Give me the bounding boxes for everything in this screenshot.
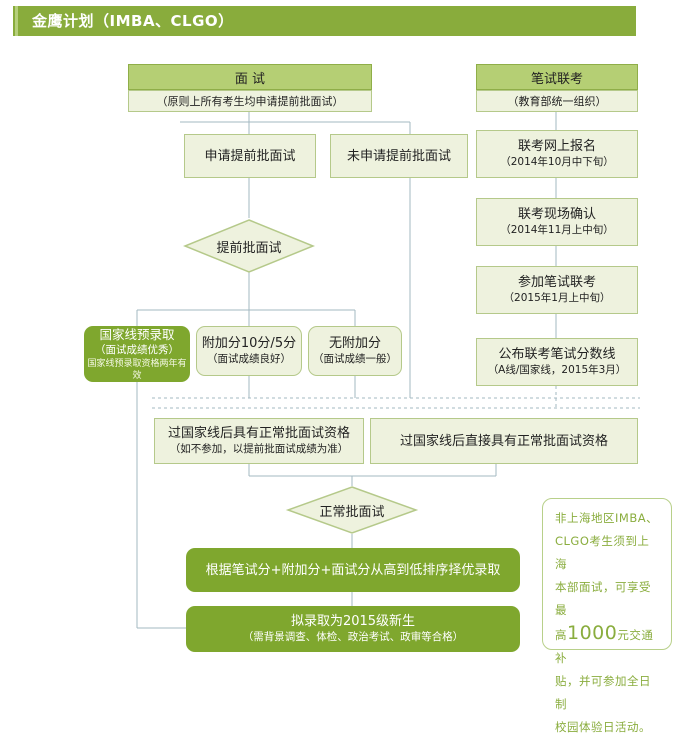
exam-step-date: （2014年11月上中旬） bbox=[500, 224, 614, 236]
ranking-box: 根据笔试分+附加分+面试分从高到低排序择优录取 bbox=[186, 548, 520, 592]
qualify-a-title: 过国家线后具有正常批面试资格 bbox=[167, 426, 350, 441]
early-interview-diamond bbox=[183, 219, 315, 273]
note-line-amount: 高1000元交通补 bbox=[555, 622, 661, 670]
note-line: 非上海地区IMBA、 bbox=[555, 511, 659, 525]
exam-step-confirm: 联考现场确认 （2014年11月上中旬） bbox=[476, 198, 638, 246]
final-note: （需背景调查、体检、政治考试、政审等合格） bbox=[242, 631, 464, 643]
exam-step-date: （2014年10月中下旬） bbox=[500, 156, 614, 168]
travel-subsidy-note: 非上海地区IMBA、 CLGO考生须到上海 本部面试，可享受最 高1000元交通… bbox=[542, 498, 672, 734]
final-box: 拟录取为2015级新生 （需背景调查、体检、政治考试、政审等合格） bbox=[186, 606, 520, 652]
early-interview-label: 提前批面试 bbox=[216, 240, 282, 256]
qualify-a-note: （如不参加，以提前批面试成绩为准） bbox=[169, 443, 349, 455]
header-accent-mark bbox=[8, 6, 13, 36]
header-accent-mark-light bbox=[15, 6, 18, 36]
normal-interview-label: 正常批面试 bbox=[319, 504, 385, 520]
exam-subtitle: （教育部统一组织） bbox=[476, 90, 638, 112]
national-admit-box: 国家线预录取 （面试成绩优秀） 国家线预录取资格两年有效 bbox=[84, 326, 190, 382]
national-admit-title: 国家线预录取 bbox=[99, 327, 175, 342]
interview-title: 面 试 bbox=[128, 64, 372, 90]
exam-step-scores: 公布联考笔试分数线 （A线/国家线，2015年3月） bbox=[476, 338, 638, 386]
bonus-title: 附加分10分/5分 bbox=[201, 336, 297, 351]
bonus-box: 附加分10分/5分 （面试成绩良好） bbox=[196, 326, 302, 376]
exam-step-title: 联考网上报名 bbox=[517, 139, 596, 154]
exam-title: 笔试联考 bbox=[476, 64, 638, 90]
note-amount: 1000 bbox=[567, 622, 618, 644]
ranking-text: 根据笔试分+附加分+面试分从高到低排序择优录取 bbox=[205, 562, 501, 578]
exam-step-title: 联考现场确认 bbox=[517, 207, 596, 222]
normal-interview-diamond bbox=[285, 486, 419, 534]
note-prefix: 高 bbox=[555, 628, 567, 642]
note-line: 本部面试，可享受最 bbox=[555, 580, 651, 617]
national-admit-validity: 国家线预录取资格两年有效 bbox=[87, 359, 187, 381]
page-title: 金鹰计划（IMBA、CLGO） bbox=[32, 12, 234, 30]
interview-subtitle: （原则上所有考生均申请提前批面试） bbox=[128, 90, 372, 112]
note-line: 贴，并可参加全日制 bbox=[555, 674, 651, 711]
note-line: CLGO考生须到上海 bbox=[555, 534, 650, 571]
exam-step-date: （A线/国家线，2015年3月） bbox=[487, 364, 627, 376]
exam-step-title: 参加笔试联考 bbox=[517, 275, 596, 290]
qualify-b-box: 过国家线后直接具有正常批面试资格 bbox=[370, 418, 638, 464]
note-suffix: 元交通补 bbox=[555, 628, 654, 665]
final-title: 拟录取为2015级新生 bbox=[290, 614, 416, 629]
header-bar bbox=[8, 6, 636, 36]
exam-step-attend: 参加笔试联考 （2015年1月上中旬） bbox=[476, 266, 638, 314]
no-bonus-note: （面试成绩一般） bbox=[313, 353, 397, 365]
exam-step-date: （2015年1月上中旬） bbox=[503, 292, 611, 304]
no-bonus-box: 无附加分 （面试成绩一般） bbox=[308, 326, 402, 376]
exam-step-title: 公布联考笔试分数线 bbox=[498, 347, 616, 362]
bonus-note: （面试成绩良好） bbox=[207, 353, 291, 365]
note-line: 校园体验日活动。 bbox=[555, 720, 651, 734]
apply-early-box: 申请提前批面试 bbox=[184, 134, 316, 178]
qualify-a-box: 过国家线后具有正常批面试资格 （如不参加，以提前批面试成绩为准） bbox=[154, 418, 364, 464]
national-admit-note: （面试成绩优秀） bbox=[95, 344, 179, 356]
no-apply-early-box: 未申请提前批面试 bbox=[330, 134, 468, 178]
exam-step-register: 联考网上报名 （2014年10月中下旬） bbox=[476, 130, 638, 178]
flow-connectors bbox=[136, 112, 640, 629]
no-bonus-title: 无附加分 bbox=[328, 336, 381, 351]
